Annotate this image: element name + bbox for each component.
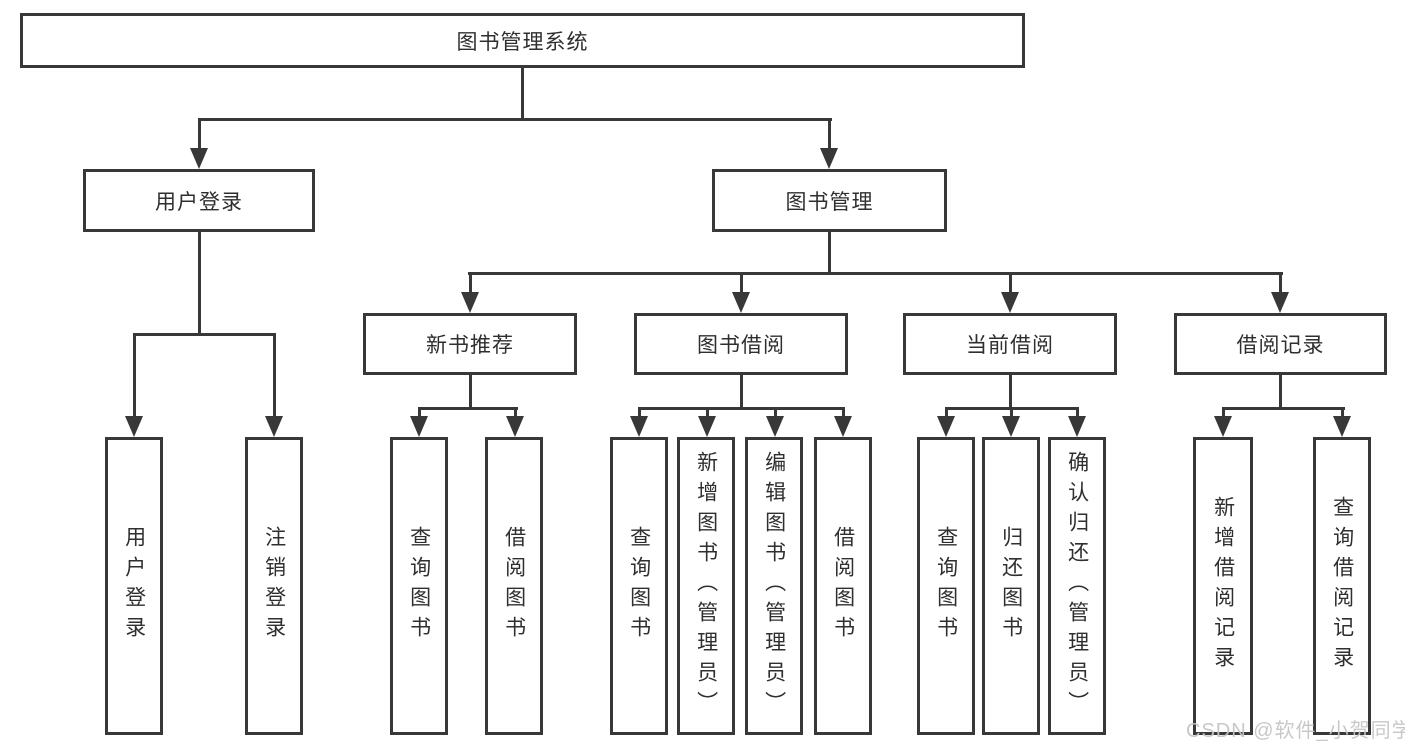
leaf-label: 注销登录 xyxy=(262,526,286,646)
connector-line xyxy=(1341,407,1344,419)
leaf-borrow-books: 借阅图书 xyxy=(814,437,872,735)
connector-user-login-stem xyxy=(198,232,201,336)
connector-line xyxy=(842,407,845,419)
connector-book-borrow-stem xyxy=(740,375,743,410)
arrowhead-down-icon xyxy=(461,292,479,313)
connector-line xyxy=(1222,407,1225,419)
arrowhead-down-icon xyxy=(1068,416,1086,437)
arrowhead-down-icon xyxy=(732,292,750,313)
node-book-borrow-label: 图书借阅 xyxy=(697,334,785,357)
connector-line xyxy=(273,333,276,419)
arrowhead-down-icon xyxy=(698,416,716,437)
leaf-add-borrow-record: 新增借阅记录 xyxy=(1193,437,1253,735)
arrowhead-down-icon xyxy=(1333,416,1351,437)
connector-line xyxy=(1009,272,1012,295)
connector-line xyxy=(828,118,831,151)
connector-line xyxy=(1010,407,1013,419)
node-library-system-label: 图书管理系统 xyxy=(456,30,589,54)
leaf-label: 确认归还（管理员） xyxy=(1065,451,1089,721)
arrowhead-down-icon xyxy=(834,416,852,437)
leaf-query-books-current: 查询图书 xyxy=(917,437,975,735)
leaf-query-borrow-record: 查询借阅记录 xyxy=(1313,437,1371,735)
leaf-label: 查询图书 xyxy=(627,526,651,646)
leaf-label: 新增借阅记录 xyxy=(1211,496,1235,676)
node-new-book-recommend-label: 新书推荐 xyxy=(426,334,514,357)
connector-line xyxy=(774,407,777,419)
arrowhead-down-icon xyxy=(506,416,524,437)
connector-line xyxy=(638,407,641,419)
leaf-label: 查询借阅记录 xyxy=(1330,496,1354,676)
leaf-label: 借阅图书 xyxy=(831,526,855,646)
connector-line xyxy=(469,272,472,295)
connector-line xyxy=(740,272,743,295)
leaf-label: 查询图书 xyxy=(407,526,431,646)
connector-borrow-records-stem xyxy=(1279,375,1282,410)
connector-new-book-stem xyxy=(469,375,472,410)
connector-line xyxy=(133,333,136,419)
connector-current-borrow-stem xyxy=(1009,375,1012,410)
connector-new-book-rail xyxy=(418,407,518,410)
node-book-management: 图书管理 xyxy=(712,169,947,232)
arrowhead-down-icon xyxy=(125,416,143,437)
connector-borrow-records-rail xyxy=(1222,407,1345,410)
node-user-login: 用户登录 xyxy=(83,169,315,232)
node-new-book-recommend: 新书推荐 xyxy=(363,313,577,375)
arrowhead-down-icon xyxy=(937,416,955,437)
arrowhead-down-icon xyxy=(190,148,208,169)
connector-line xyxy=(945,407,948,419)
arrowhead-down-icon xyxy=(766,416,784,437)
connector-book-management-rail xyxy=(468,272,1283,275)
node-library-system: 图书管理系统 xyxy=(20,13,1025,68)
leaf-query-books-borrow: 查询图书 xyxy=(610,437,668,735)
arrowhead-down-icon xyxy=(265,416,283,437)
node-borrow-records-label: 借阅记录 xyxy=(1236,334,1325,357)
leaf-user-login: 用户登录 xyxy=(105,437,163,735)
arrowhead-down-icon xyxy=(1002,416,1020,437)
leaf-label: 新增图书（管理员） xyxy=(694,451,718,721)
connector-book-borrow-rail xyxy=(638,407,845,410)
leaf-confirm-return-admin: 确认归还（管理员） xyxy=(1048,437,1106,735)
arrowhead-down-icon xyxy=(410,416,428,437)
node-current-borrow: 当前借阅 xyxy=(903,313,1117,375)
arrowhead-down-icon xyxy=(1001,292,1019,313)
leaf-edit-books-admin: 编辑图书（管理员） xyxy=(745,437,803,735)
leaf-add-books-admin: 新增图书（管理员） xyxy=(677,437,735,735)
connector-line xyxy=(514,407,517,419)
csdn-watermark: CSDN @软件_小贺同学 xyxy=(1186,720,1405,742)
arrowhead-down-icon xyxy=(820,148,838,169)
node-user-login-label: 用户登录 xyxy=(155,190,243,214)
leaf-label: 借阅图书 xyxy=(502,526,526,646)
leaf-label: 归还图书 xyxy=(999,526,1023,646)
leaf-label: 编辑图书（管理员） xyxy=(762,451,786,721)
arrowhead-down-icon xyxy=(1271,292,1289,313)
connector-root-rail xyxy=(198,118,832,121)
leaf-label: 查询图书 xyxy=(934,526,958,646)
connector-line xyxy=(198,118,201,151)
arrowhead-down-icon xyxy=(630,416,648,437)
connector-user-login-rail xyxy=(133,333,276,336)
leaf-return-books: 归还图书 xyxy=(982,437,1040,735)
connector-root-stem xyxy=(521,68,524,121)
connector-line xyxy=(1076,407,1079,419)
connector-line xyxy=(418,407,421,419)
connector-line xyxy=(1279,272,1282,295)
node-book-management-label: 图书管理 xyxy=(785,190,874,214)
node-book-borrow: 图书借阅 xyxy=(634,313,848,375)
leaf-query-books-recommend: 查询图书 xyxy=(390,437,448,735)
arrowhead-down-icon xyxy=(1214,416,1232,437)
connector-book-management-stem xyxy=(828,232,831,275)
connector-line xyxy=(706,407,709,419)
node-current-borrow-label: 当前借阅 xyxy=(966,334,1054,357)
leaf-borrow-books-recommend: 借阅图书 xyxy=(485,437,543,735)
node-borrow-records: 借阅记录 xyxy=(1174,313,1387,375)
leaf-logout: 注销登录 xyxy=(245,437,303,735)
leaf-label: 用户登录 xyxy=(122,526,146,646)
